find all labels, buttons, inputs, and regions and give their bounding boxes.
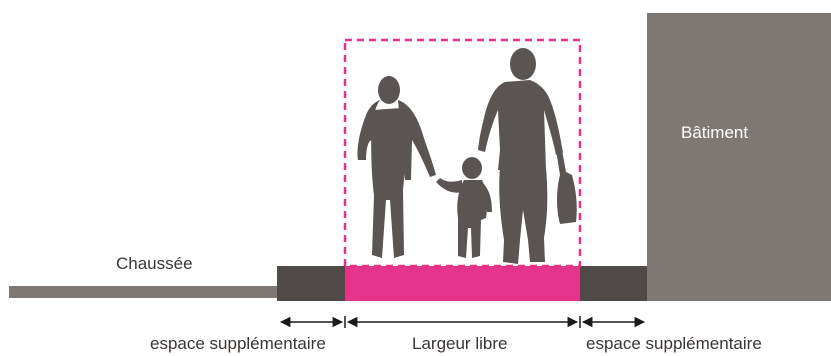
child-silhouette (436, 157, 492, 258)
free-passage-zone (343, 38, 582, 268)
extra-space-left-strip (277, 266, 345, 301)
extra-space-right-strip (580, 266, 647, 301)
road-label: Chaussée (116, 254, 193, 273)
free-width-strip (345, 266, 580, 301)
extra-space-left-label: espace supplémentaire (150, 334, 326, 353)
building-label: Bâtiment (681, 123, 749, 142)
man-silhouette (478, 48, 577, 264)
extra-space-right-label: espace supplémentaire (586, 334, 762, 353)
building (647, 13, 831, 301)
pedestrians-silhouette (357, 48, 577, 264)
road-surface (9, 286, 279, 298)
free-width-label: Largeur libre (412, 334, 508, 353)
woman-silhouette (357, 76, 436, 258)
